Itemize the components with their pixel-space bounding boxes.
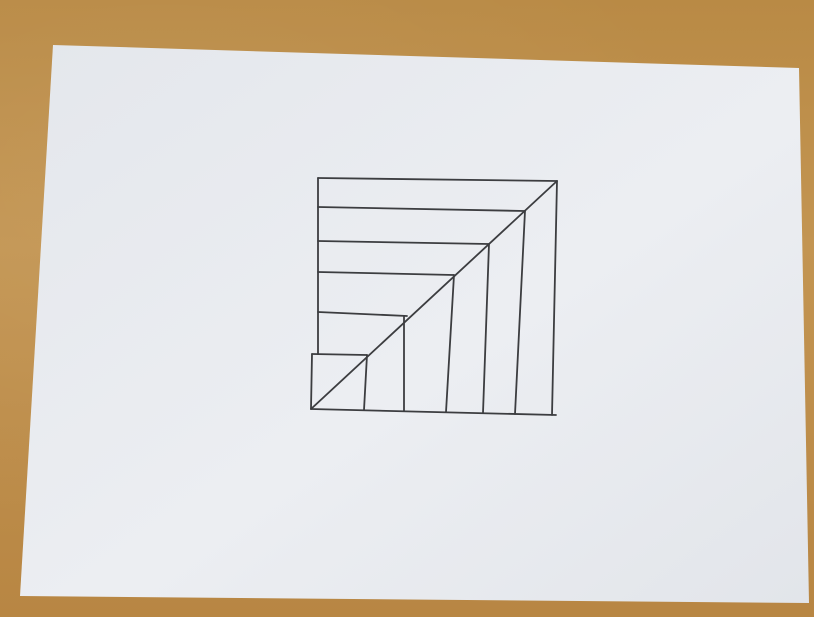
paper-sheet bbox=[20, 45, 809, 603]
vertical-line bbox=[311, 354, 312, 409]
horizontal-line bbox=[312, 354, 367, 355]
